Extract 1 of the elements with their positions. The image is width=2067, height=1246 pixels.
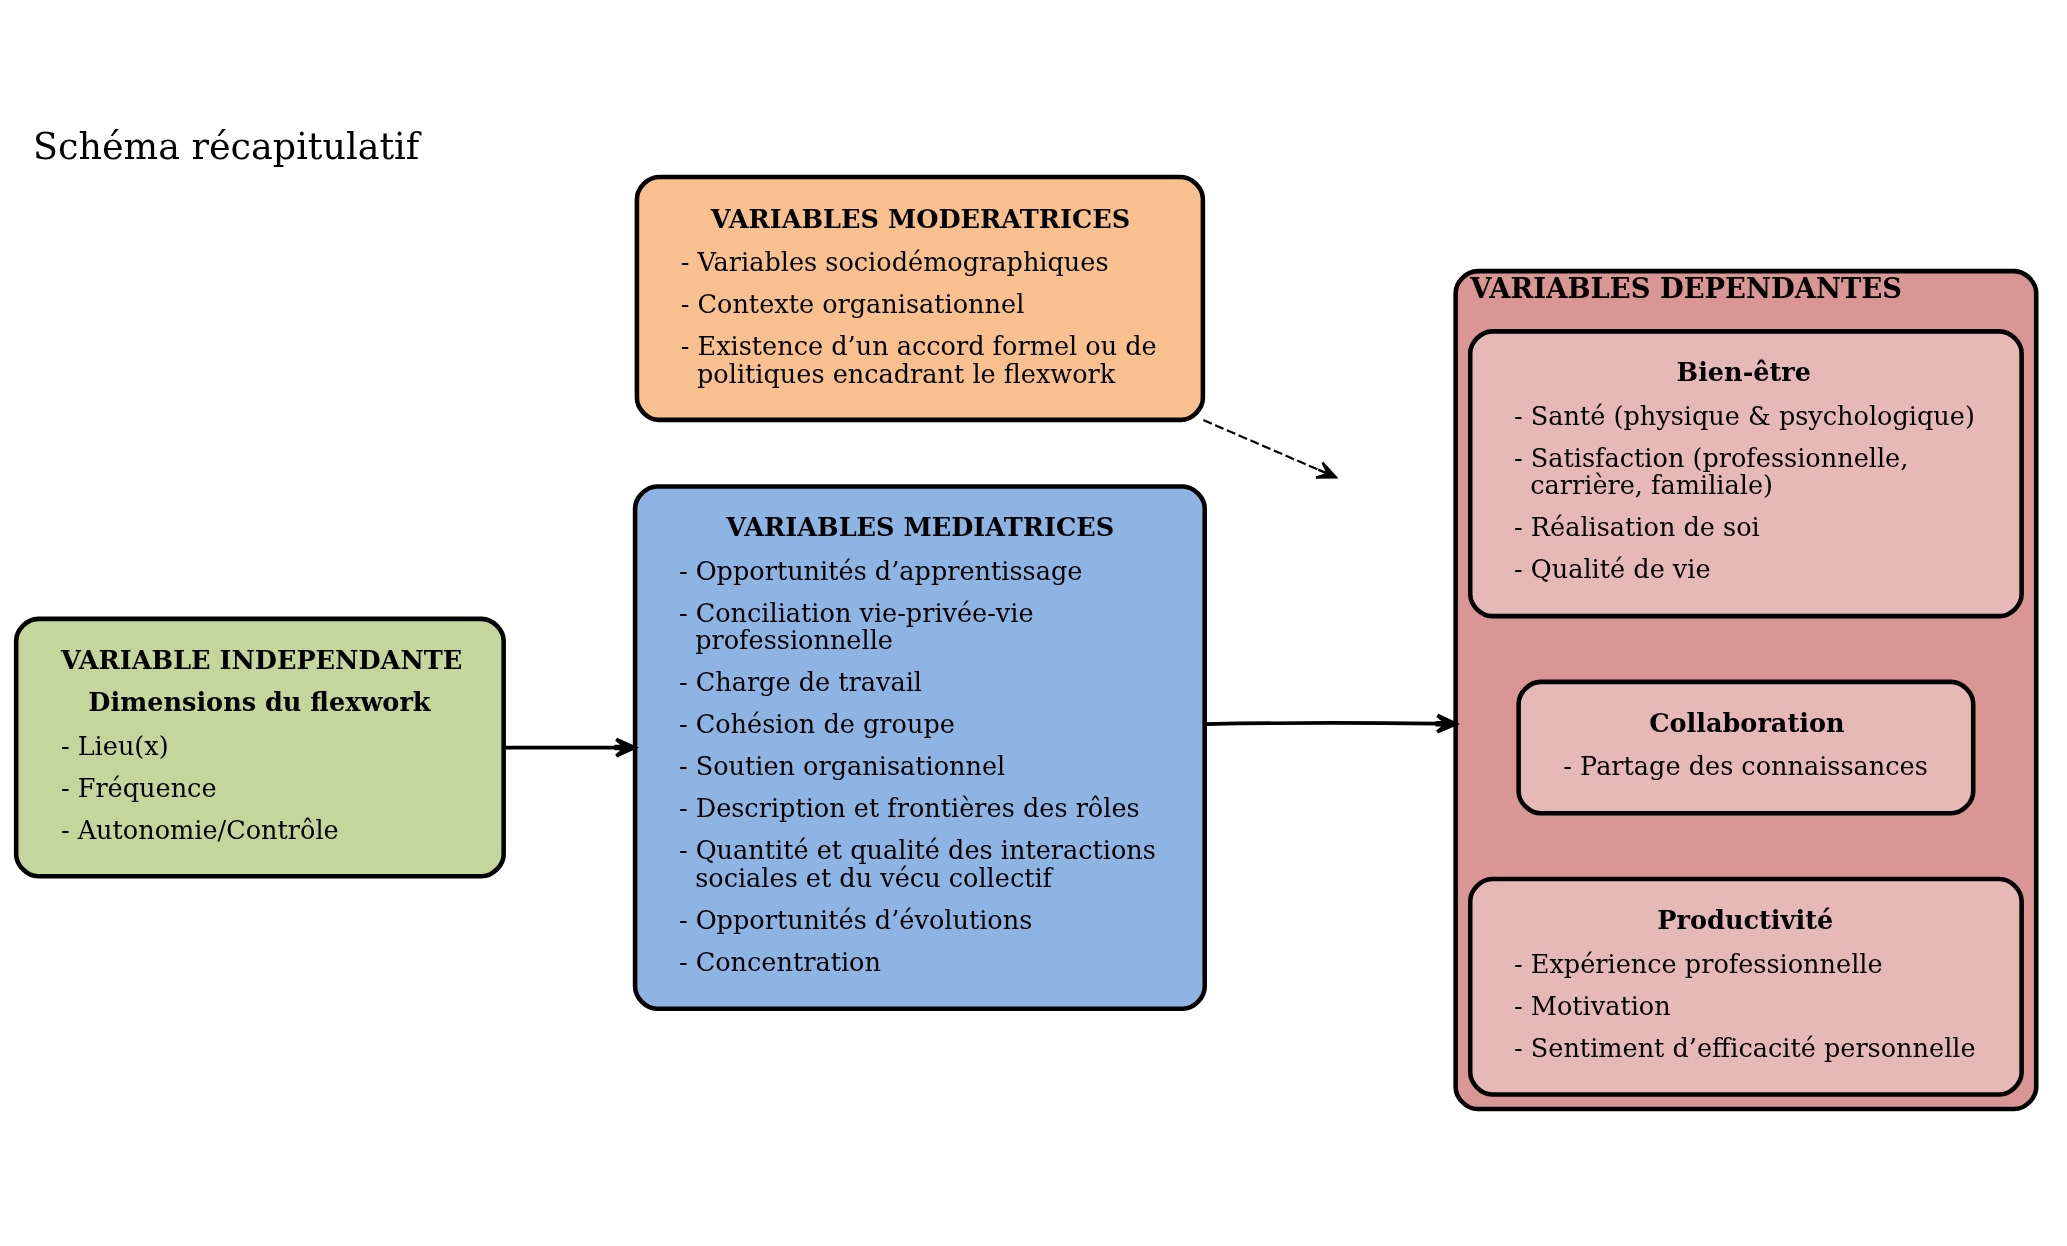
diagram-title: Schéma récapitulatif bbox=[33, 124, 420, 168]
